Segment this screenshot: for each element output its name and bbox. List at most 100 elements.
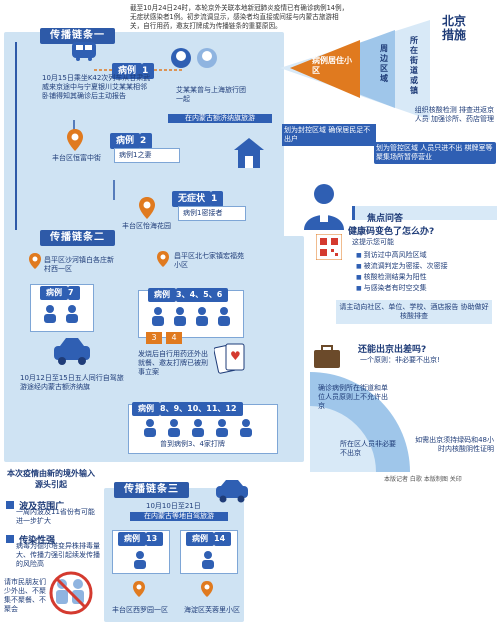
qa-q1-sub: 这提示您可能 [352,238,394,246]
chain2-note2: 曾到病例3、4家打牌 [160,440,225,448]
measures-control-note: 划为管控区域 人员只进不出 棋牌室等聚集场所暂停营业 [374,142,496,164]
credit-line: 本版记者 白歌 本版制图 关印 [384,476,462,483]
measures-fan-diagram [280,20,430,120]
measures-right-note: 组织核酸检测 排查进返京人员 加强诊所、药店管理 [414,106,494,123]
case3456-label: 病例 [148,288,176,302]
chain3-tour: 在内蒙古等地自驾旅游 [130,512,228,521]
sidebar-advice: 请市民朋友们少外出、不聚集不聚餐、不聚会 [4,578,46,613]
chain2-loc1: 昌平区沙河镇白各庄新村西一区 [44,256,114,273]
case14-num: 14 [214,532,232,546]
car-icon [52,336,92,370]
asym-num: 1 [211,191,224,207]
qa-q2-fan [310,372,500,476]
case7-num: 7 [68,286,80,300]
case7-label: 病例 [40,286,68,300]
sidebar-head: 本次疫情由新的境外输入源头引起 [7,469,95,489]
chain3-loc14: 海淀区芙蓉里小区 [184,606,240,614]
location-pin-icon [66,128,84,156]
case2-label: 病例 [110,133,141,149]
sidebar-s2-title: 传染性强 [6,528,55,547]
case7-people [40,304,84,328]
qa-doctor-icon [300,180,348,234]
chain1-title: 传播链条一 [40,28,115,44]
case13-num: 13 [146,532,164,546]
no-gathering-icon [48,570,94,620]
chain3-loc13: 丰台区西罗园一区 [112,606,168,614]
case2-num: 2 [140,133,153,149]
intro-text: 截至10月24日24时，本轮京外关联本地新冠肺炎疫情已有确诊病例14例，无症状感… [130,4,349,30]
train-icon [70,40,98,66]
asym-desc: 病例1密接者 [178,206,246,221]
qa-q2: 还能出京出差吗? [358,345,427,355]
measure-cell-community: 病例居住小区 [312,56,352,75]
sidebar-s1-text: 一周内波及11省份有可能进一步扩大 [16,508,95,525]
case2-desc: 病例1之妻 [114,148,180,163]
chain2-drug: 发烧后自行用药还外出就餐、邀友打牌已被刑事立案 [138,350,208,376]
measures-divider-note: 划为封控区域 确保居民足不出户 [282,124,376,146]
home-location: 丰台区恒富中街 [52,154,101,162]
suitcase-icon [312,344,342,374]
qa-q2-c: 如需出京须持绿码和48小时内核酸阴性证明 [415,436,494,453]
measures-title: 北京措施 [442,14,467,42]
location-pin-icon [156,250,170,272]
case812-label: 病例 [132,402,160,416]
case13-label: 病例 [118,532,146,546]
case812-people [140,418,260,442]
qa-q1-list: 到访过中高风险区域 被流调判定为密接、次密接 核酸检测结果为阳性 与感染者有时空… [356,250,496,294]
case13-person [132,550,148,574]
sidebar-s2-text: 病毒为德尔塔变异株排毒量大、传播力强引起续发传播的风险高 [16,542,100,568]
location-pin-icon [28,252,42,274]
playing-cards-icon: ♥ [213,340,248,380]
sidebar-s2-label: 传染性强 [19,536,56,546]
qa-q1-item: 与感染者有时空交集 [356,283,496,294]
svg-text:♥: ♥ [230,349,241,363]
case14-label: 病例 [186,532,214,546]
car-icon [214,478,250,508]
location-pin-icon [200,580,214,602]
asym-label: 无症状 [172,191,212,207]
home-icon [232,136,266,174]
qa-title: 焦点问答 [367,214,404,224]
qr-code-icon [315,233,343,264]
chain3-date: 10月10日至21日 [146,502,201,510]
case1-num: 1 [142,63,155,79]
location-pin-icon [132,580,146,602]
case3456-people [148,306,236,332]
chain2-loc2: 昌平区北七家镇宏福苑小区 [174,252,244,269]
chain2-note1: 10月12日至15日五人同行自驾旅游途经内蒙古额济纳旗 [20,374,124,391]
asym-home: 丰台区怡海花园 [122,222,171,230]
case14-person [200,550,216,574]
mini-case-4: 4 [166,332,182,344]
measure-cell-surround: 周边区域 [380,44,388,83]
tour-desc: 艾某某曾与上海旅行团一起 [176,86,246,103]
sidebar-s1-title: 波及范围广 [6,494,64,513]
chain3-title: 传播链条三 [114,482,189,498]
case3456-num: 3、4、5、6 [176,288,229,302]
qa-q1-note: 请主动向社区、单位、学校、酒店报告 协助做好核酸排查 [336,300,492,324]
chain2-title: 传播链条二 [40,230,115,246]
qa-q1: 健康码变色了怎么办? [348,227,435,237]
tour-highlight: 在内蒙古额济纳旗旅游 [168,114,272,123]
qa-q1-item: 到访过中高风险区域 [356,250,496,261]
qa-title-bar: 焦点问答 [352,206,497,224]
case1-label: 病例 [112,63,143,79]
measure-cell-street: 所在街道或镇 [410,36,418,95]
location-pin-icon [138,196,156,224]
qa-q1-item: 核酸检测结果为阳性 [356,272,496,283]
qa-q2-sub: 一个原则：非必要不出京! [360,356,440,364]
sidebar-s1-label: 波及范围广 [19,502,65,512]
qa-q2-b: 所在区人员非必要不出京 [340,440,396,457]
case812-num: 8、9、10、11、12 [160,402,243,416]
qa-q2-a: 确诊病例所在街道和单位人员原则上不允许出京 [318,384,388,410]
qa-q1-item: 被流调判定为密接、次密接 [356,261,496,272]
avatar-couple [165,44,227,82]
case1-desc: 10月15日乘坐K42次列车从甘肃武威来京途中与宁夏银川艾某某相邻卧铺得知其确诊… [42,74,151,100]
